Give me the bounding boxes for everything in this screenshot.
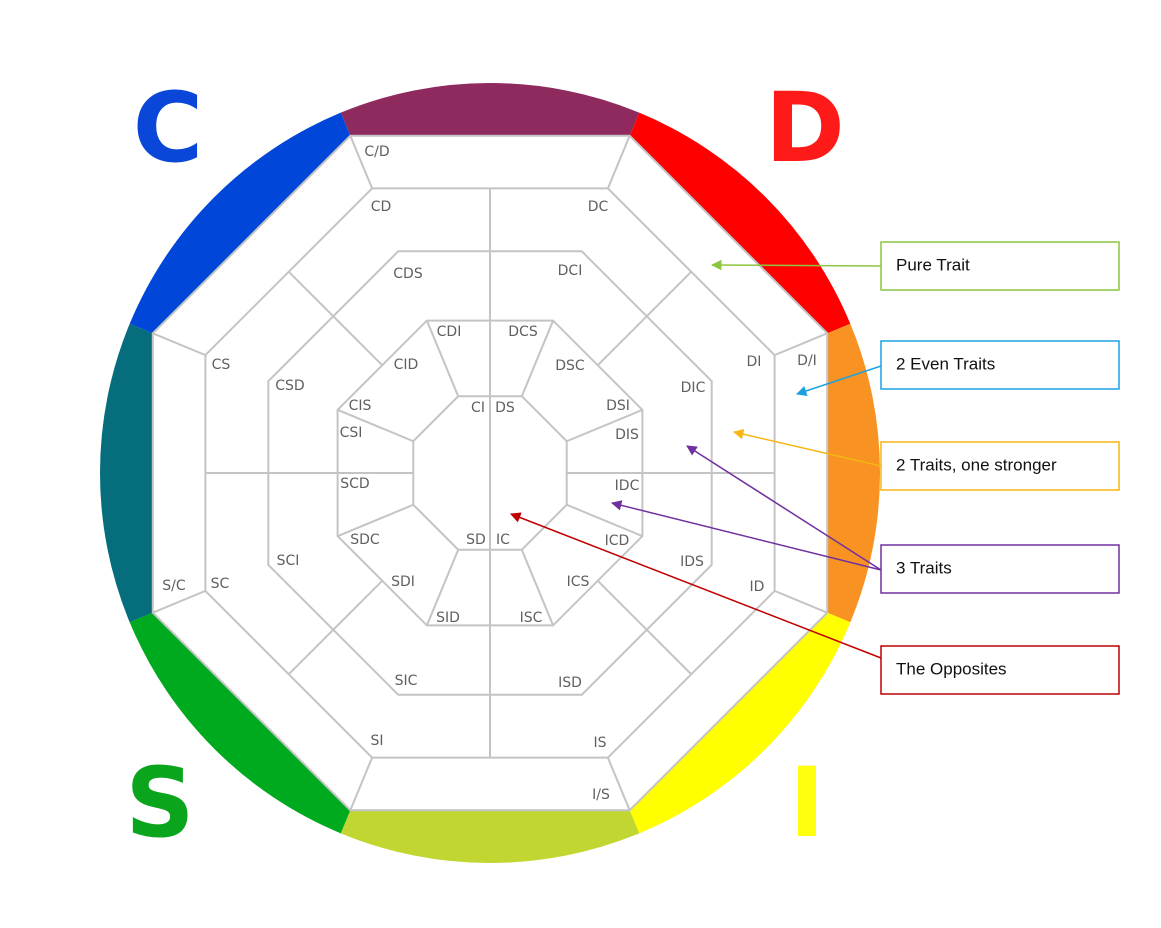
label-band2-4: ISD	[558, 675, 582, 691]
band2-divider	[597, 315, 648, 366]
inner-spoke	[566, 503, 643, 538]
legend-text-pure: Pure Trait	[896, 255, 970, 274]
label-band1-1: DC	[588, 199, 609, 215]
label-center-0: CI	[471, 400, 485, 416]
inner-spoke	[520, 549, 555, 626]
label-outer-2: I/S	[592, 787, 610, 803]
legend-arrow-even2-0	[796, 365, 882, 396]
vertex-connector	[606, 135, 631, 189]
label-band1-5: SI	[370, 733, 383, 749]
label-center-1: DS	[495, 400, 515, 416]
corner-letter-c: C	[133, 72, 203, 184]
label-inner-15: ISC	[520, 610, 543, 626]
label-band2-1: DCI	[558, 263, 583, 279]
ring-segment-s	[129, 612, 351, 834]
legend-text-stronger2: 2 Traits, one stronger	[896, 455, 1057, 474]
ring-segment-c	[129, 112, 351, 334]
label-inner-6: CSI	[340, 425, 363, 441]
vertex-connector	[774, 332, 828, 357]
vertex-connector	[606, 757, 631, 811]
corner-letter-i: I	[789, 747, 825, 859]
label-inner-4: CIS	[349, 398, 372, 414]
ring-segment-sc	[100, 323, 153, 623]
legend-text-even2: 2 Even Traits	[896, 354, 995, 373]
ring-segment-i	[629, 612, 851, 834]
vertex-connector	[349, 135, 374, 189]
segment-labels: C/D D/I I/S S/C CD DC DI ID IS SI SC CS CDS DCI DIC IDS…	[162, 144, 817, 803]
diagonal-divider	[288, 629, 334, 675]
legend-box-pure	[880, 241, 1120, 291]
legend-text-three: 3 Traits	[896, 558, 952, 577]
label-band2-3: IDS	[680, 554, 704, 570]
inner-spoke	[520, 320, 555, 397]
label-band1-4: IS	[593, 735, 606, 751]
label-inner-10: SDC	[350, 532, 380, 548]
label-inner-9: IDC	[615, 478, 640, 494]
label-inner-12: SDI	[391, 574, 415, 590]
label-inner-0: CDI	[437, 324, 462, 340]
label-band2-0: CDS	[393, 266, 423, 282]
label-inner-3: DSC	[555, 358, 585, 374]
legend-box-opposites	[880, 645, 1120, 695]
legend-arrow-three-0	[686, 445, 882, 571]
label-outer-3: S/C	[162, 578, 186, 594]
label-band2-5: SIC	[395, 673, 418, 689]
legend-text-opposites: The Opposites	[896, 659, 1007, 678]
label-center-2: SD	[466, 532, 486, 548]
label-band1-3: ID	[750, 579, 765, 595]
vertex-connector	[152, 332, 206, 357]
ring-segment-d	[629, 112, 851, 334]
label-inner-7: DIS	[615, 427, 639, 443]
ring-segment-cd	[340, 83, 640, 136]
inner-spoke	[337, 408, 414, 443]
band2-divider	[332, 580, 383, 631]
legend-arrow-pure-0	[710, 259, 882, 271]
label-band2-7: CSD	[275, 378, 304, 394]
legend-box-three	[880, 544, 1120, 594]
label-band1-7: CS	[212, 357, 231, 373]
ring-segment-is	[340, 810, 640, 863]
legend-arrow-opposites-0	[510, 512, 882, 659]
label-inner-1: DCS	[508, 324, 538, 340]
label-outer-0: C/D	[364, 144, 389, 160]
ring-segment-di	[827, 323, 880, 623]
band2-divider	[597, 580, 648, 631]
label-band2-6: SCI	[277, 553, 300, 569]
label-inner-2: CID	[394, 357, 419, 373]
corner-letter-s: S	[125, 747, 194, 859]
color-ring	[100, 83, 880, 863]
label-band2-2: DIC	[681, 380, 706, 396]
label-center-3: IC	[496, 532, 510, 548]
legend-arrow-stronger2-0	[732, 429, 882, 467]
vertex-connector	[774, 589, 828, 614]
legend-box-even2	[880, 340, 1120, 390]
label-band1-2: DI	[747, 354, 762, 370]
legend: Pure Trait 2 Even Traits 2 Traits, one str…	[510, 241, 1120, 695]
label-inner-5: DSI	[606, 398, 630, 414]
label-band1-6: SC	[211, 576, 230, 592]
vertex-connector	[349, 757, 374, 811]
label-inner-11: ICD	[605, 533, 630, 549]
corner-letter-d: D	[765, 72, 845, 184]
legend-box-stronger2	[880, 441, 1120, 491]
label-inner-8: SCD	[340, 476, 369, 492]
octagon-grid	[151, 134, 829, 812]
legend-arrow-three-1	[610, 500, 882, 571]
label-band1-0: CD	[371, 199, 392, 215]
label-outer-1: D/I	[797, 353, 817, 369]
diagonal-divider	[646, 629, 692, 675]
diagonal-divider	[646, 271, 692, 317]
inner-spoke	[566, 408, 643, 443]
inner-spoke	[337, 503, 414, 538]
inner-spoke	[425, 320, 460, 397]
inner-spoke	[425, 549, 460, 626]
diagonal-divider	[288, 271, 334, 317]
band2-divider	[332, 315, 383, 366]
label-inner-14: SID	[436, 610, 460, 626]
label-inner-13: ICS	[567, 574, 590, 590]
octagon-band-2	[267, 250, 713, 696]
vertex-connector	[152, 589, 206, 614]
